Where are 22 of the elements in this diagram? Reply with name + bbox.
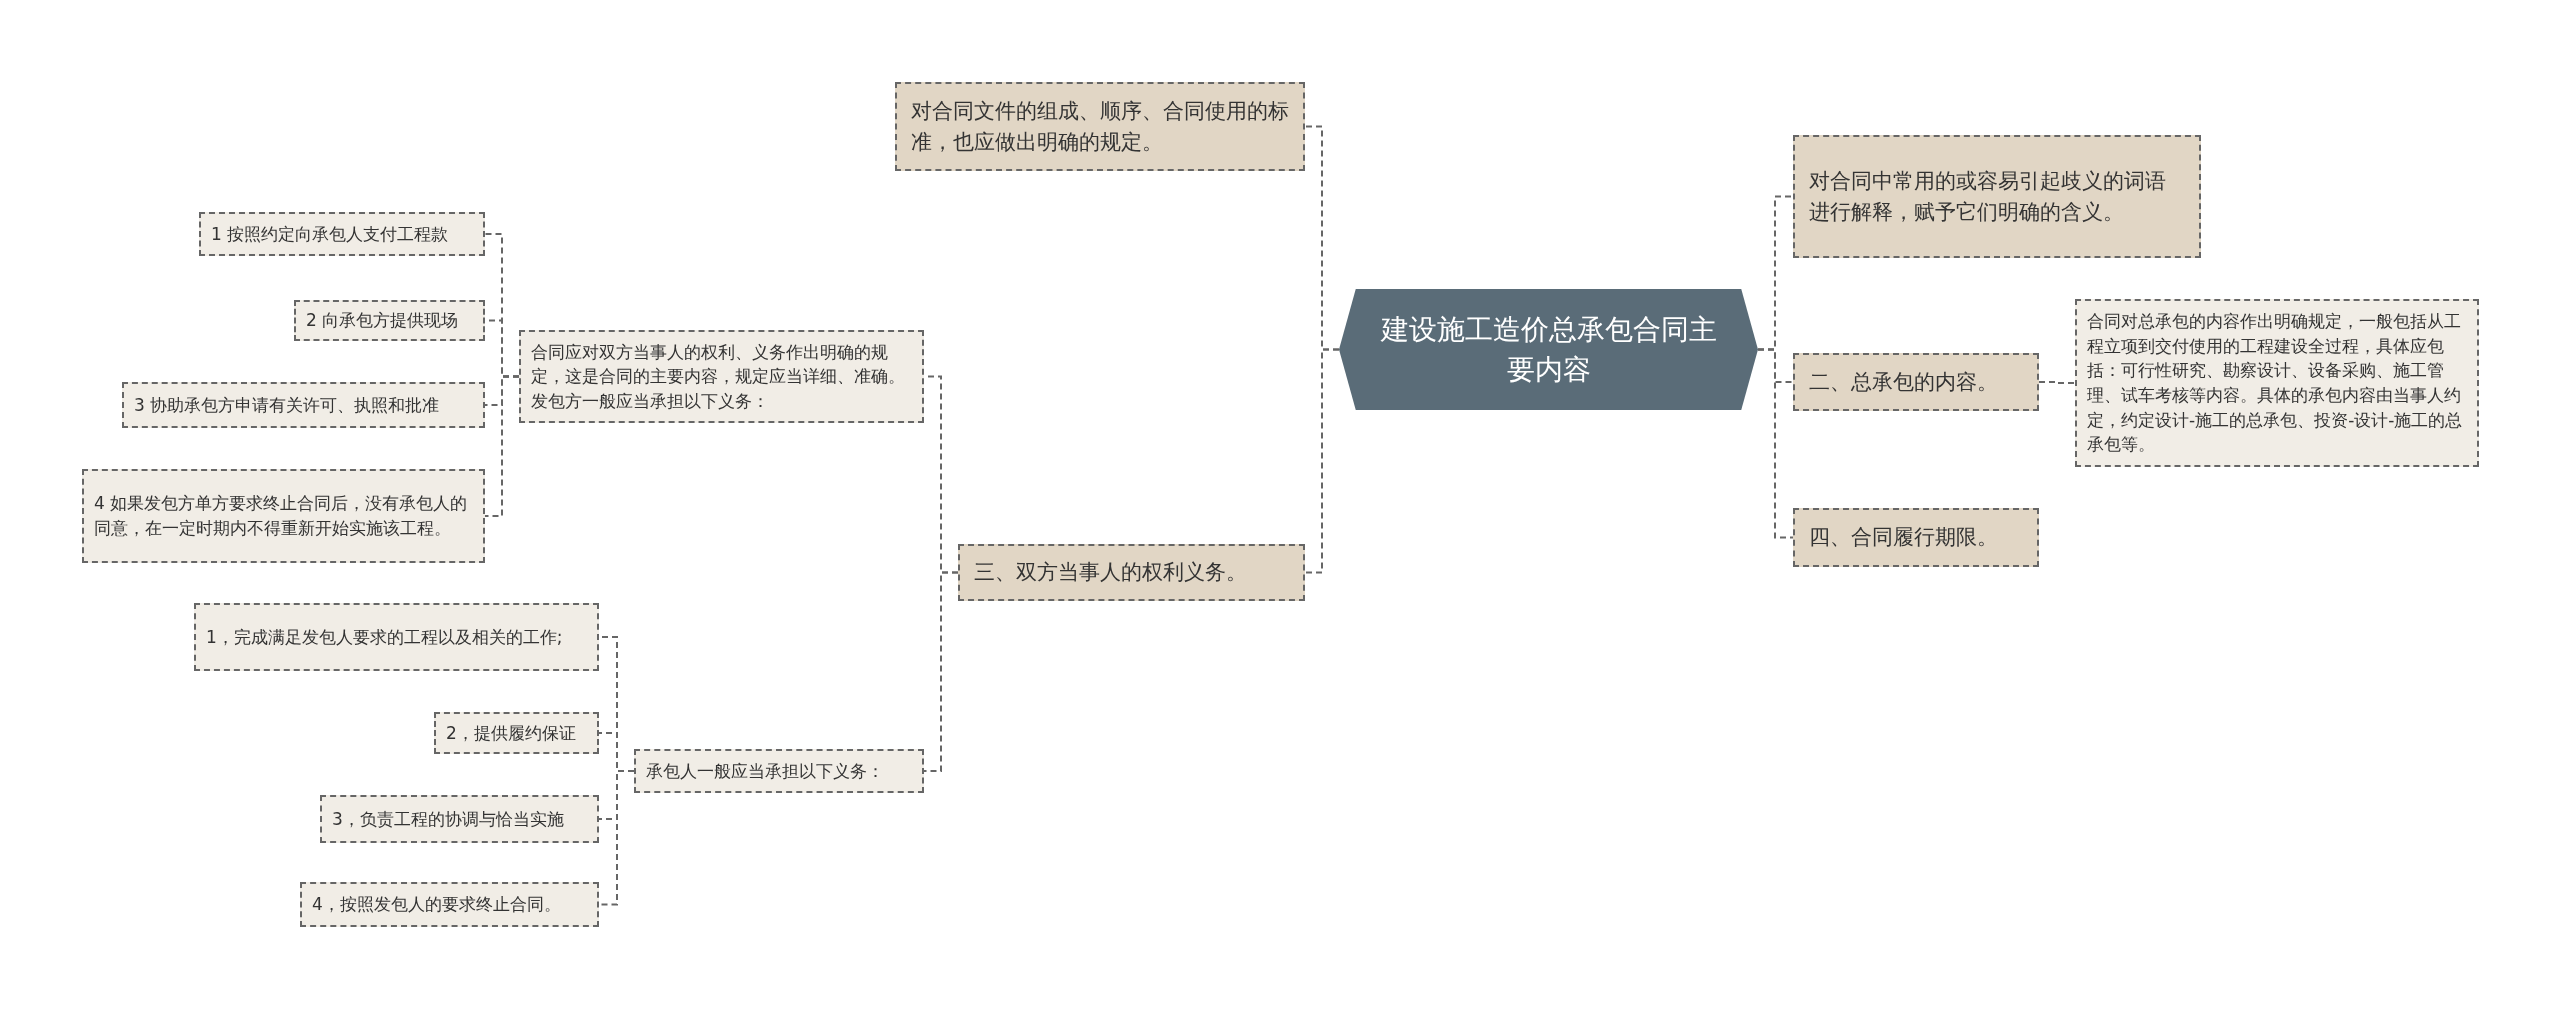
topic-box: 二、总承包的内容。 (1793, 353, 2039, 411)
subtopic-box: 3 协助承包方申请有关许可、执照和批准 (122, 382, 485, 428)
subtopic-box: 合同应对双方当事人的权利、义务作出明确的规定，这是合同的主要内容，规定应当详细、准确。发包方一般应当承担以下义务： (519, 330, 924, 423)
central-topic-box: 建设施工造价总承包合同主要内容 (1339, 289, 1758, 410)
subtopic-box: 1，完成满足发包人要求的工程以及相关的工作; (194, 603, 599, 671)
subtopic-box: 1 按照约定向承包人支付工程款 (199, 212, 485, 256)
connector-line (1304, 348, 1340, 574)
connector-line (923, 571, 959, 772)
subtopic-box: 3，负责工程的协调与恰当实施 (320, 795, 599, 843)
subtopic-box: 2，提供履约保证 (434, 712, 599, 754)
subtopic-box: 合同对总承包的内容作出明确规定，一般包括从工程立项到交付使用的工程建设全过程，具体应包括：可行性研究、勘察设计、设备采购、施工管理、试车考核等内容。具体的承包内容由当事人约定，约定设计-施工的总承包、投资-设计-施工的总承包等。 (2075, 299, 2479, 467)
topic-box: 三、双方当事人的权利义务。 (958, 544, 1305, 601)
topic-box: 四、合同履行期限。 (1793, 508, 2039, 567)
subtopic-box: 4 如果发包方单方要求终止合同后，没有承包人的同意，在一定时期内不得重新开始实施该工程。 (82, 469, 485, 563)
subtopic-box: 承包人一般应当承担以下义务： (634, 749, 924, 793)
subtopic-box: 4，按照发包人的要求终止合同。 (300, 882, 599, 927)
subtopic-box: 2 向承包方提供现场 (294, 300, 485, 341)
topic-box: 对合同文件的组成、顺序、合同使用的标准，也应做出明确的规定。 (895, 82, 1305, 171)
connector-line (484, 375, 520, 517)
connector-line (1757, 348, 1794, 539)
connector-line (2038, 381, 2076, 384)
topic-box: 对合同中常用的或容易引起歧义的词语进行解释，赋予它们明确的含义。 (1793, 135, 2201, 258)
